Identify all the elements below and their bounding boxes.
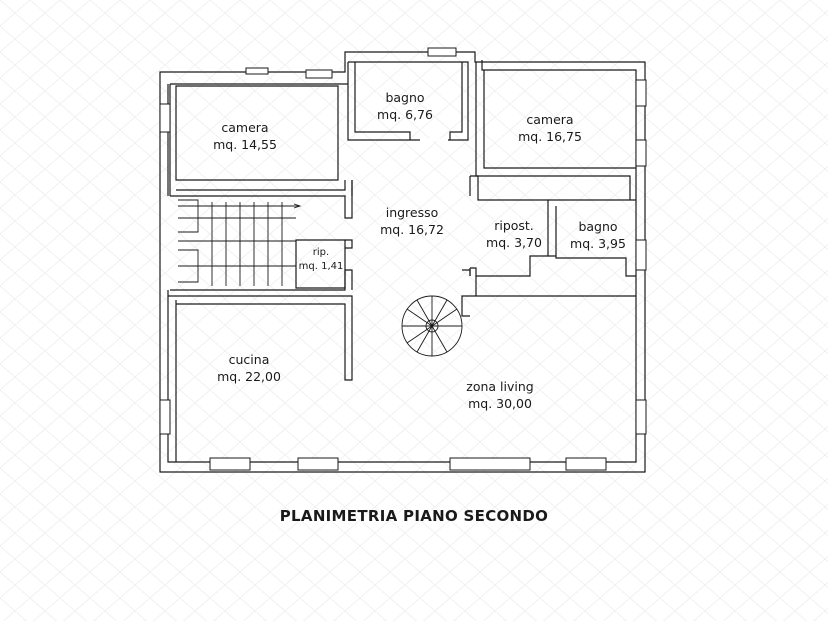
room-bagno-top: bagno mq. 6,76: [365, 89, 445, 123]
outer-wall-inner: [167, 60, 637, 463]
room-name: bagno: [385, 90, 425, 105]
room-name: ripost.: [494, 218, 534, 233]
room-ripost: ripost. mq. 3,70: [474, 217, 554, 251]
room-name: camera: [526, 112, 574, 127]
spiral-staircase-icon: [401, 295, 463, 357]
wall-rip: [295, 239, 346, 289]
wall-bagno-top: [347, 61, 469, 141]
room-area: mq. 30,00: [468, 396, 532, 411]
wall-cucina: [168, 295, 353, 462]
room-name: camera: [221, 120, 269, 135]
wall-bagno-right: [548, 199, 636, 277]
straight-staircase-icon: [178, 199, 302, 286]
room-name: bagno: [578, 219, 618, 234]
room-cucina: cucina mq. 22,00: [209, 351, 289, 385]
room-area: mq. 1,41: [298, 261, 344, 272]
room-bagno-right: bagno mq. 3,95: [558, 218, 638, 252]
room-area: mq. 6,76: [377, 107, 433, 122]
room-rip: rip. mq. 1,41: [295, 246, 347, 274]
room-camera-left: camera mq. 14,55: [205, 119, 285, 153]
room-area: mq. 14,55: [213, 137, 277, 152]
room-name: rip.: [312, 247, 330, 258]
wall-ingresso: [345, 180, 353, 249]
room-area: mq. 3,70: [486, 235, 542, 250]
outer-wall-outer: [159, 51, 646, 473]
stair-treads: [211, 202, 283, 286]
room-camera-right: camera mq. 16,75: [510, 111, 590, 145]
room-name: ingresso: [385, 205, 439, 220]
room-area: mq. 16,75: [518, 129, 582, 144]
room-ingresso: ingresso mq. 16,72: [372, 204, 452, 238]
room-area: mq. 16,72: [380, 222, 444, 237]
room-name: zona living: [466, 379, 534, 394]
room-area: mq. 3,95: [570, 236, 626, 251]
walls: [159, 51, 646, 473]
wall-living-top: [461, 269, 636, 317]
plan-title: PLANIMETRIA PIANO SECONDO: [279, 507, 549, 525]
wall-camera-left: [175, 85, 346, 191]
window-icon: [159, 47, 647, 471]
wall-camera-right: [475, 62, 636, 200]
room-zona-living: zona living mq. 30,00: [452, 378, 548, 412]
room-area: mq. 22,00: [217, 369, 281, 384]
room-name: cucina: [228, 352, 270, 367]
